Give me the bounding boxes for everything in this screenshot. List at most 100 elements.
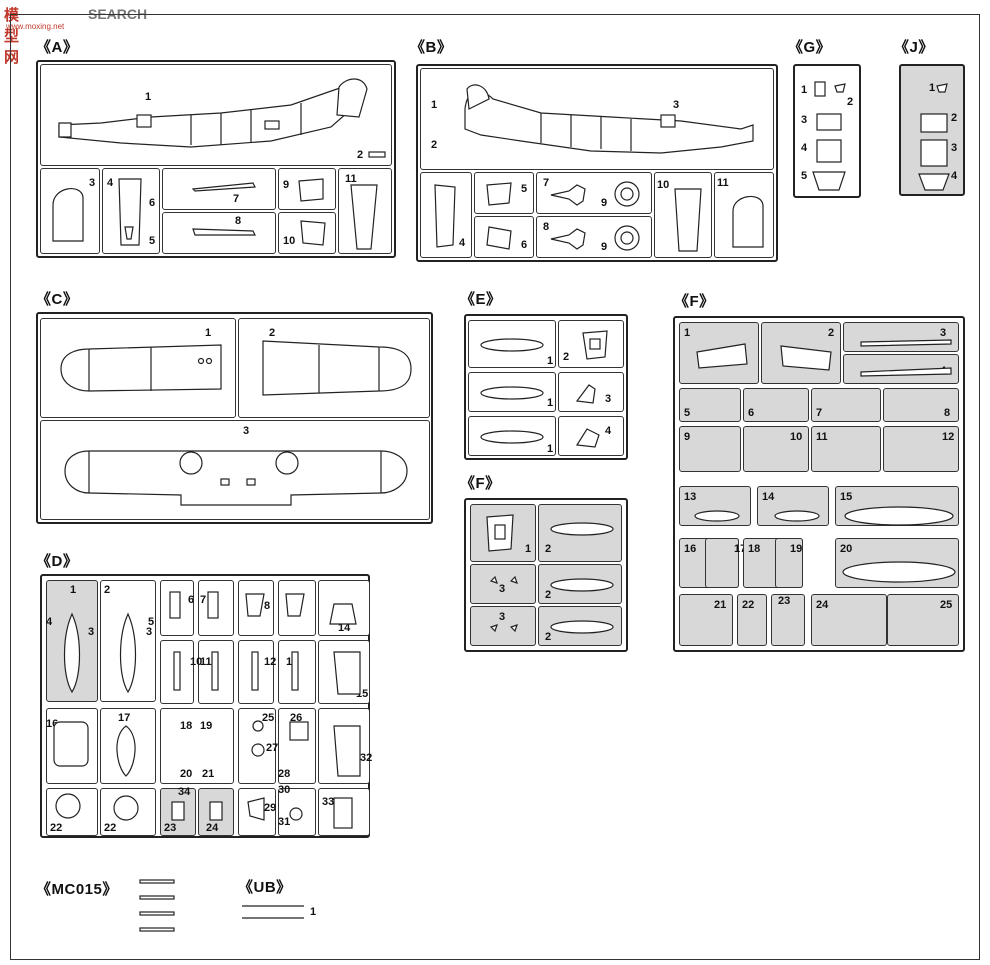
part-number: 32 [360, 752, 373, 764]
sprue-f-large-cell: 23 [771, 594, 805, 646]
cell-e4: 4 [558, 416, 624, 456]
parts-sheet-frame [10, 14, 980, 960]
cockpit-wall [118, 178, 142, 246]
part-number: 6 [188, 594, 195, 606]
part-number: 1 [684, 327, 691, 339]
cell-c2: 2 [238, 318, 430, 418]
cell-b11: 11 [714, 172, 774, 258]
part-number: 23 [164, 822, 177, 834]
part-number: 2 [104, 584, 111, 596]
cell-a11: 11 [338, 168, 392, 254]
part-number: 15 [840, 491, 853, 503]
cowl-part [52, 188, 84, 242]
part-number: 22 [50, 822, 63, 834]
drop-tank-half-a [480, 338, 544, 352]
drop-tank-f21 [842, 561, 956, 583]
part-number: 33 [322, 796, 335, 808]
part-number: 11 [200, 656, 212, 668]
panel-b10 [674, 188, 702, 252]
cell-b6: 6 [474, 216, 534, 258]
cell-b10: 10 [654, 172, 712, 258]
cell-a9: 9 [278, 168, 336, 210]
cell-e1a: 1 [468, 320, 556, 368]
cell-a4-a6: 4 6 5 [102, 168, 160, 254]
panel-b5 [486, 182, 512, 206]
cell-e2: 2 [558, 320, 624, 368]
sprue-f-large-cell: 11 [811, 426, 881, 472]
part-fs1 [486, 514, 514, 552]
part-number: 24 [816, 599, 829, 611]
part-number: 5 [148, 616, 155, 628]
sprue-f-small: 1 2 3 2 3 2 [464, 498, 628, 652]
wing-upper-right [262, 340, 412, 396]
watermark-url: www.moxing.net [6, 22, 65, 31]
sprue-label-mc015: 《MC015》 [36, 881, 118, 898]
panel-11 [350, 184, 378, 250]
sprue-d: 1233456789101112131415161718192021222223… [40, 574, 373, 838]
mc015-pins [139, 879, 175, 932]
cell-fs2c: 2 [538, 606, 622, 646]
part-number: 24 [206, 822, 219, 834]
strip-part-7 [191, 182, 256, 192]
drop-tank-f14-f15-f16 [694, 506, 954, 526]
part-number: 21 [202, 768, 215, 780]
sprue-label-c: 《C》 [36, 291, 79, 308]
canopy-parts-g [812, 81, 846, 191]
sprue-c: 1 2 3 [36, 312, 433, 524]
part-number: 18 [180, 720, 193, 732]
cell-b4: 4 [420, 172, 472, 258]
cell-fs3a: 3 [470, 564, 536, 604]
sprue-f-large: 1234567891011121314151617181920212223242… [673, 316, 965, 652]
drop-tank-grey-a [550, 522, 614, 536]
sprue-label-d: 《D》 [36, 553, 79, 570]
wing-lower [64, 450, 408, 506]
sprue-f-large-cell: 19 [775, 538, 803, 588]
drop-tank-half-b [480, 386, 544, 400]
part-number: 14 [338, 622, 351, 634]
part-number: 30 [278, 784, 291, 796]
part-e3 [575, 384, 596, 404]
sprue-f-large-cell: 12 [883, 426, 959, 472]
sprue-label-b: 《B》 [410, 39, 453, 56]
sprue-f-large-cell: 22 [737, 594, 767, 646]
part-number: 8 [944, 407, 951, 419]
part-number: 29 [264, 802, 277, 814]
cell-a10: 10 [278, 212, 336, 254]
drop-tank-grey-c [550, 620, 614, 634]
part-number: 3 [146, 626, 153, 638]
sprue-d-part-shapes [53, 591, 361, 829]
cell-b5: 5 [474, 172, 534, 214]
sprue-f-large-cell: 17 [705, 538, 746, 588]
cowl-part-b [732, 195, 764, 248]
wing-upper-left [60, 344, 222, 392]
part-number: 7 [816, 407, 823, 419]
panel-9 [298, 178, 324, 202]
cell-fs3b: 3 [470, 606, 536, 646]
canopy-parts-j [918, 83, 950, 191]
part-number: 25 [940, 599, 953, 611]
drop-tank-grey-b [550, 578, 614, 592]
part-number: 12 [264, 656, 277, 668]
sprue-f-large-cell: 7 [811, 388, 881, 422]
cell-a8: 8 [162, 212, 276, 254]
sprue-f-large-cell: 6 [743, 388, 809, 422]
sprue-f-large-cell: 10 [743, 426, 809, 472]
panel-b6 [486, 226, 512, 250]
sprue-label-f-large: 《F》 [674, 293, 715, 310]
part-number: 13 [684, 491, 697, 503]
sprue-label-f-small: 《F》 [460, 475, 501, 492]
part-number: 9 [684, 431, 691, 443]
cell-fs2b: 2 [538, 564, 622, 604]
part-number: 27 [266, 742, 279, 754]
part-number: 11 [816, 431, 828, 443]
panel-b4 [434, 184, 456, 248]
fuselage-half-left [58, 78, 368, 148]
part-number: 22 [742, 599, 755, 611]
part-number: 6 [748, 407, 755, 419]
sprue-e: 1 2 1 3 1 4 [464, 314, 628, 460]
sprue-label-j: 《J》 [894, 39, 934, 56]
small-grille [368, 151, 386, 158]
sprue-label-a: 《A》 [36, 39, 79, 56]
part-number: 20 [840, 543, 853, 555]
part-number: 8 [264, 600, 271, 612]
